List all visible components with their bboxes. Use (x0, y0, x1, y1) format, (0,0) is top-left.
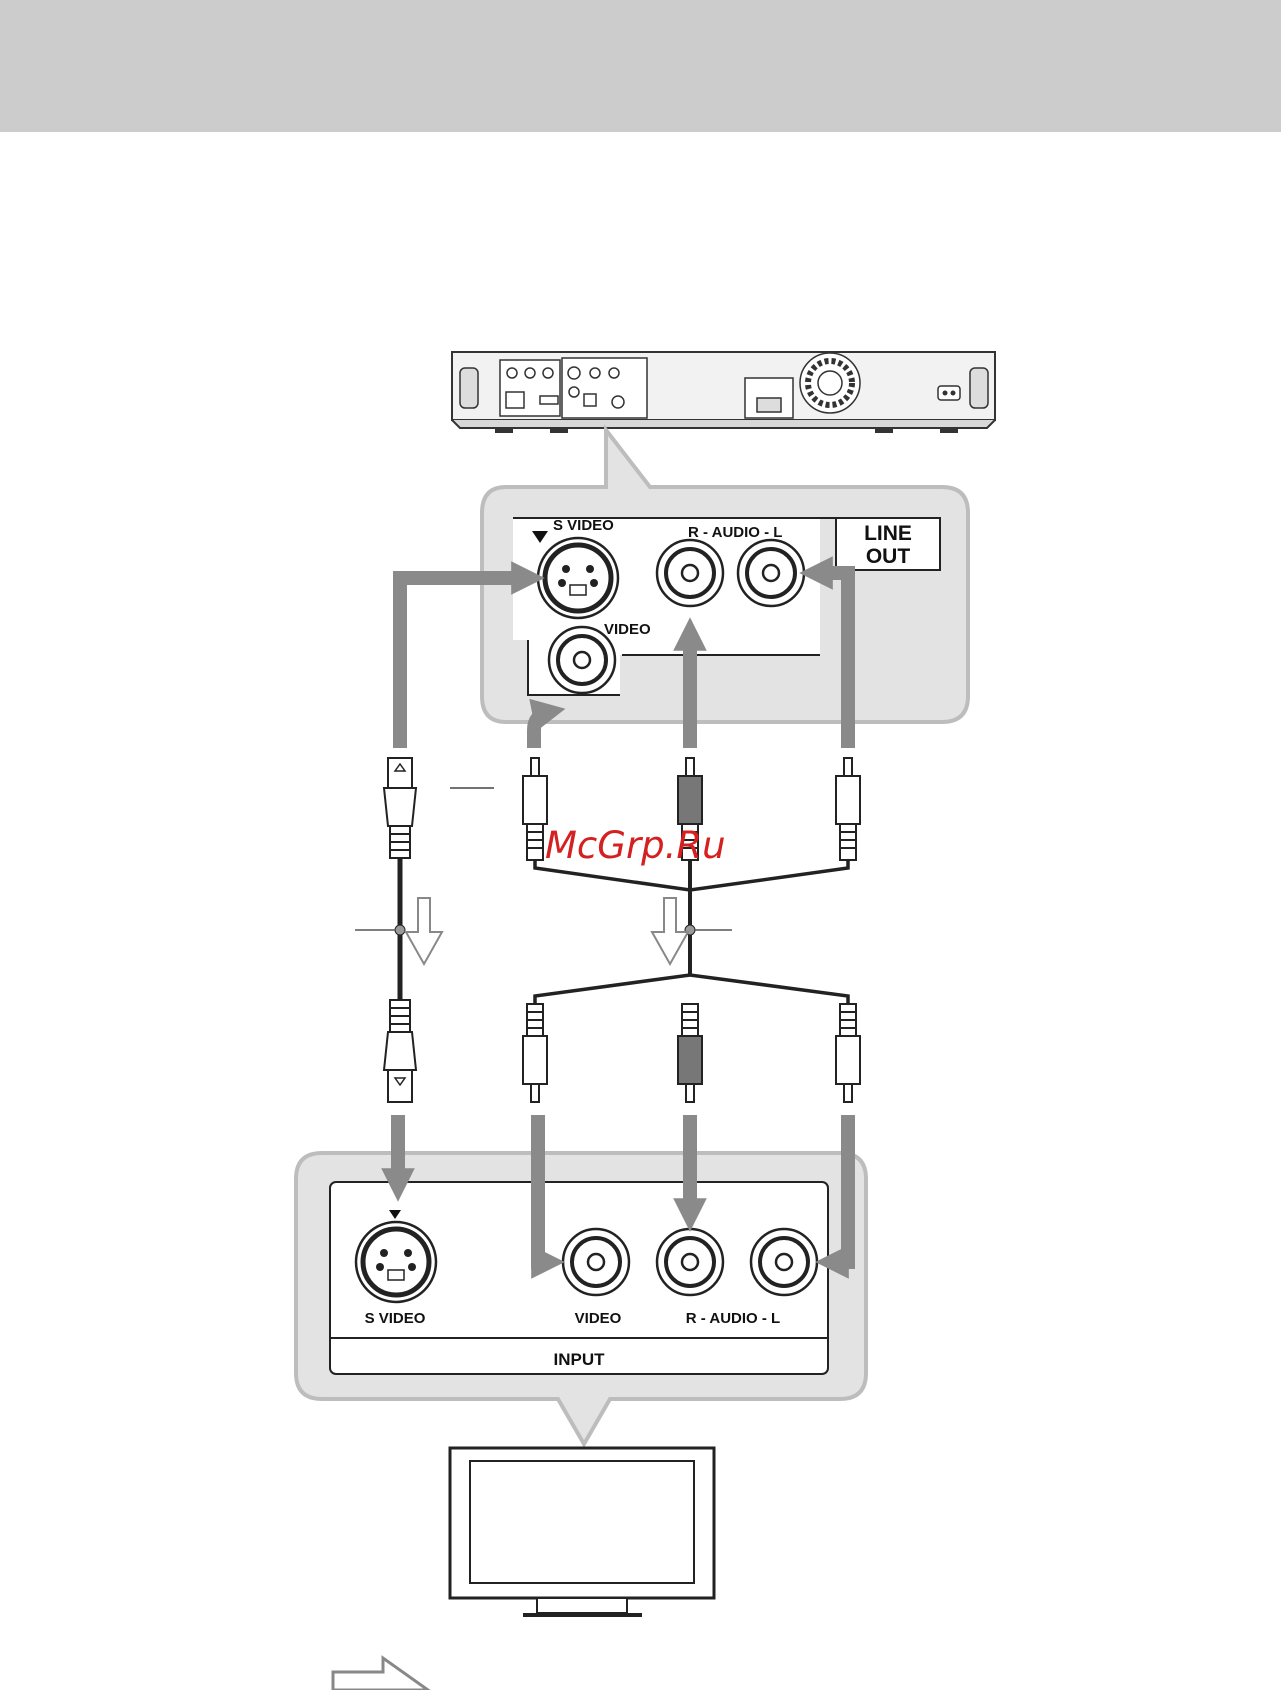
player-video-jack (549, 627, 615, 693)
player-s-video-label: S VIDEO (553, 517, 614, 534)
watermark-text: McGrp.Ru (545, 824, 726, 867)
tv-video-label: VIDEO (575, 1310, 622, 1327)
player-s-video-jack (538, 538, 618, 618)
player-rear-panel (452, 352, 995, 433)
s-video-cable (355, 758, 442, 1102)
av-cable (450, 758, 860, 1102)
tv-set (450, 1448, 714, 1615)
top-plug-video (523, 758, 547, 860)
bottom-plug-video (523, 1004, 547, 1102)
tv-audio-l-jack (751, 1229, 817, 1295)
tv-s-video-label: S VIDEO (365, 1310, 426, 1327)
tv-audio-r-jack (657, 1229, 723, 1295)
bottom-plug-audio-l (836, 1004, 860, 1102)
player-audio-label: R - AUDIO - L (688, 524, 782, 541)
player-video-label: VIDEO (604, 621, 651, 638)
tv-video-jack (563, 1229, 629, 1295)
player-audio-l-jack (738, 540, 804, 606)
tv-audio-label: R - AUDIO - L (686, 1310, 780, 1327)
tv-s-video-jack (356, 1222, 436, 1302)
line-out-label-line2: OUT (866, 545, 911, 568)
player-output-callout: LINE OUT S VIDEO R - AUDIO - L VIDEO (482, 430, 968, 722)
line-out-label-line1: LINE (864, 522, 912, 545)
top-plug-audio-l (836, 758, 860, 860)
bottom-plug-audio-r (678, 1004, 702, 1102)
signal-flow-legend-arrow (333, 1658, 428, 1690)
tv-input-label: INPUT (554, 1350, 606, 1369)
video-arrow-to-player (534, 712, 549, 748)
tv-input-callout: INPUT S VIDEO VIDEO R - AU (296, 1153, 866, 1444)
player-audio-r-jack (657, 540, 723, 606)
